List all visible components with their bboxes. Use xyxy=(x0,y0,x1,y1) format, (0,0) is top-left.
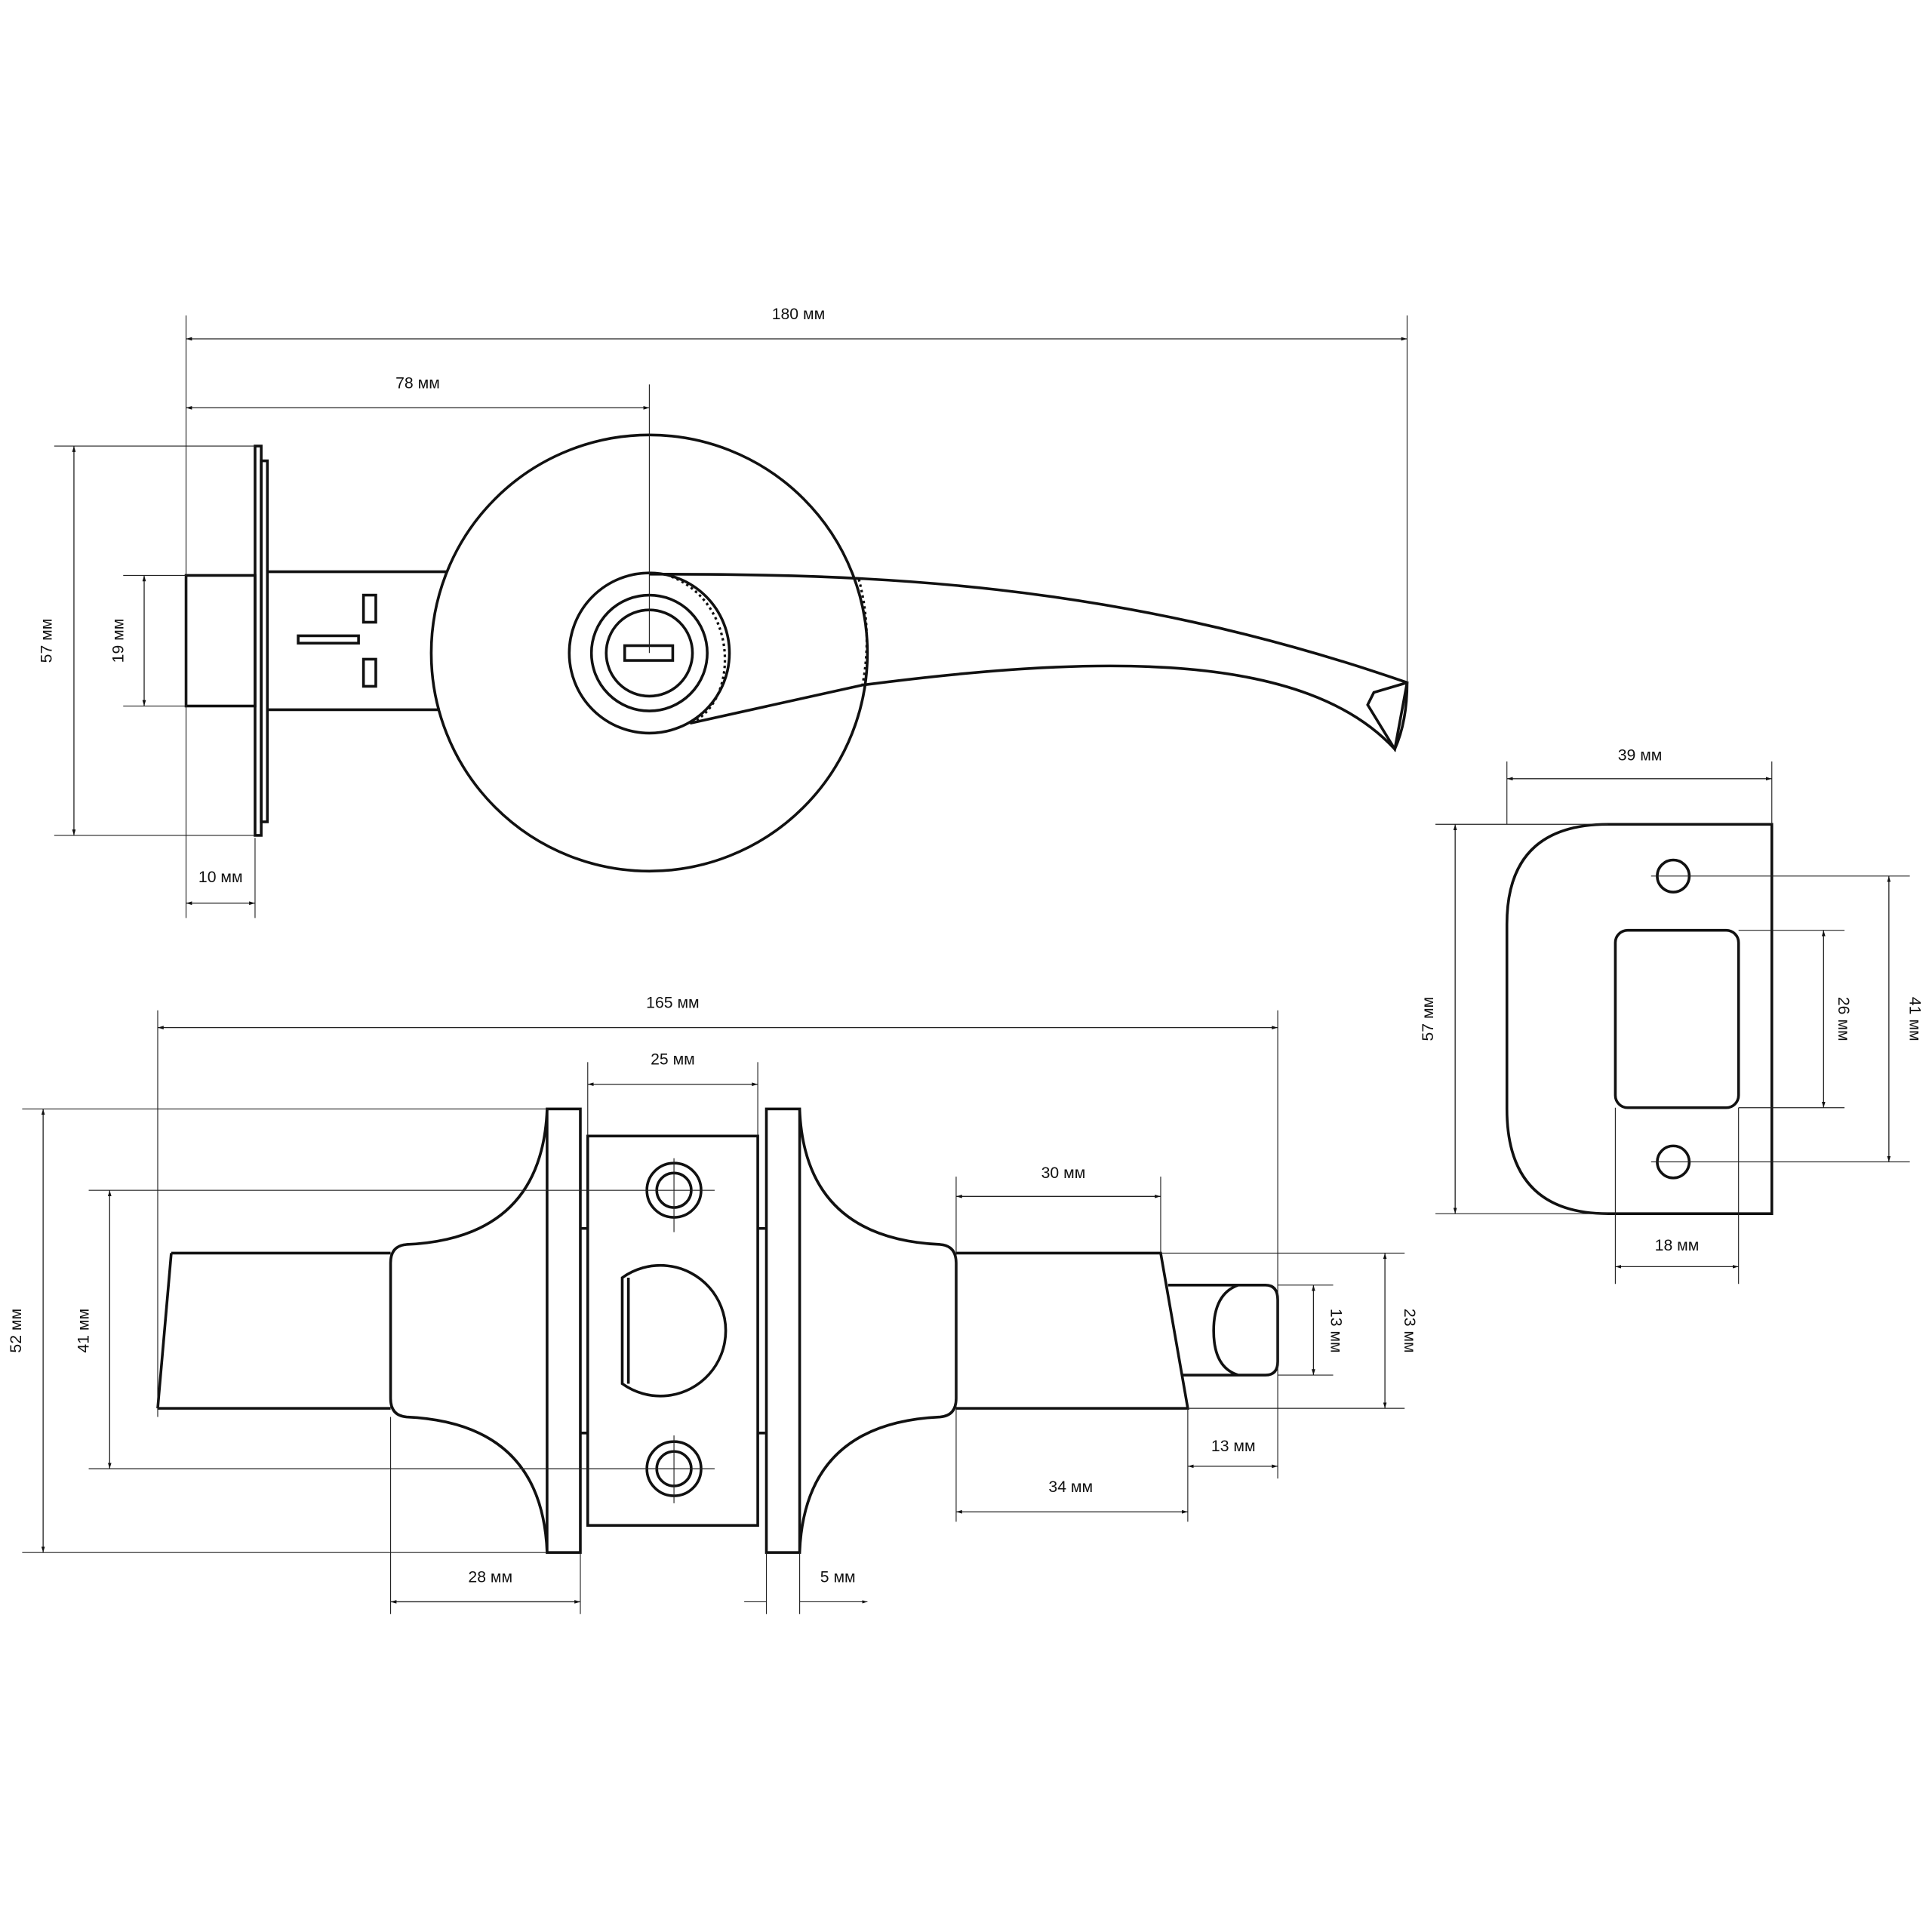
dim-165: 165 мм xyxy=(646,995,699,1012)
left-lever xyxy=(156,1251,391,1410)
keyhole-icon xyxy=(623,644,675,662)
dim-52: 52 мм xyxy=(8,1309,25,1353)
lever-tip xyxy=(1366,681,1409,752)
top-view: 180 мм 78 мм 57 мм 19 мм 10 мм xyxy=(38,306,1409,918)
right-lever xyxy=(955,1251,1190,1410)
dim-57: 57 мм xyxy=(38,619,56,663)
dim-25: 25 мм xyxy=(651,1051,695,1069)
dim-180: 180 мм xyxy=(772,306,825,323)
dim-18: 18 мм xyxy=(1655,1237,1700,1254)
latch-slot xyxy=(297,634,360,645)
lever-handle xyxy=(649,573,1409,752)
dim-5: 5 мм xyxy=(820,1568,856,1586)
dim-19: 19 мм xyxy=(109,619,127,663)
faceplate-back xyxy=(260,459,269,823)
left-rose xyxy=(389,1109,549,1553)
left-plate xyxy=(546,1107,582,1554)
dim-57: 57 мм xyxy=(1420,997,1437,1041)
latch-slot xyxy=(361,593,377,624)
dim-13-height: 13 мм xyxy=(1327,1309,1344,1353)
dim-26: 26 мм xyxy=(1835,997,1852,1041)
dim-28: 28 мм xyxy=(468,1568,512,1586)
side-view: 165 мм 25 мм 52 мм 41 мм 30 мм 34 мм 13 … xyxy=(8,995,1418,1614)
hidden-edge xyxy=(857,578,869,686)
lever-tip xyxy=(1168,1284,1279,1377)
right-rose xyxy=(798,1109,958,1553)
dim-39: 39 мм xyxy=(1618,746,1663,764)
strike-opening xyxy=(1614,928,1740,1109)
right-plate xyxy=(764,1107,801,1554)
dim-30: 30 мм xyxy=(1041,1164,1086,1182)
dim-13-length: 13 мм xyxy=(1211,1438,1256,1455)
latch-bolt xyxy=(184,574,257,708)
dim-78: 78 мм xyxy=(395,374,440,392)
dim-41: 41 мм xyxy=(75,1309,93,1353)
dim-23: 23 мм xyxy=(1401,1309,1418,1353)
hidden-edge xyxy=(671,575,727,724)
latch-faceplate xyxy=(586,1134,759,1527)
dim-41: 41 мм xyxy=(1906,997,1924,1041)
latch-bolt xyxy=(620,1263,728,1398)
strike-plate xyxy=(1505,823,1774,1215)
dim-34: 34 мм xyxy=(1048,1478,1093,1496)
strike-plate-view: 39 мм 57 мм 41 мм 26 мм 18 мм xyxy=(1420,746,1924,1284)
latch-slot xyxy=(361,657,377,688)
dim-10: 10 мм xyxy=(198,869,243,886)
latch-body xyxy=(267,570,447,712)
